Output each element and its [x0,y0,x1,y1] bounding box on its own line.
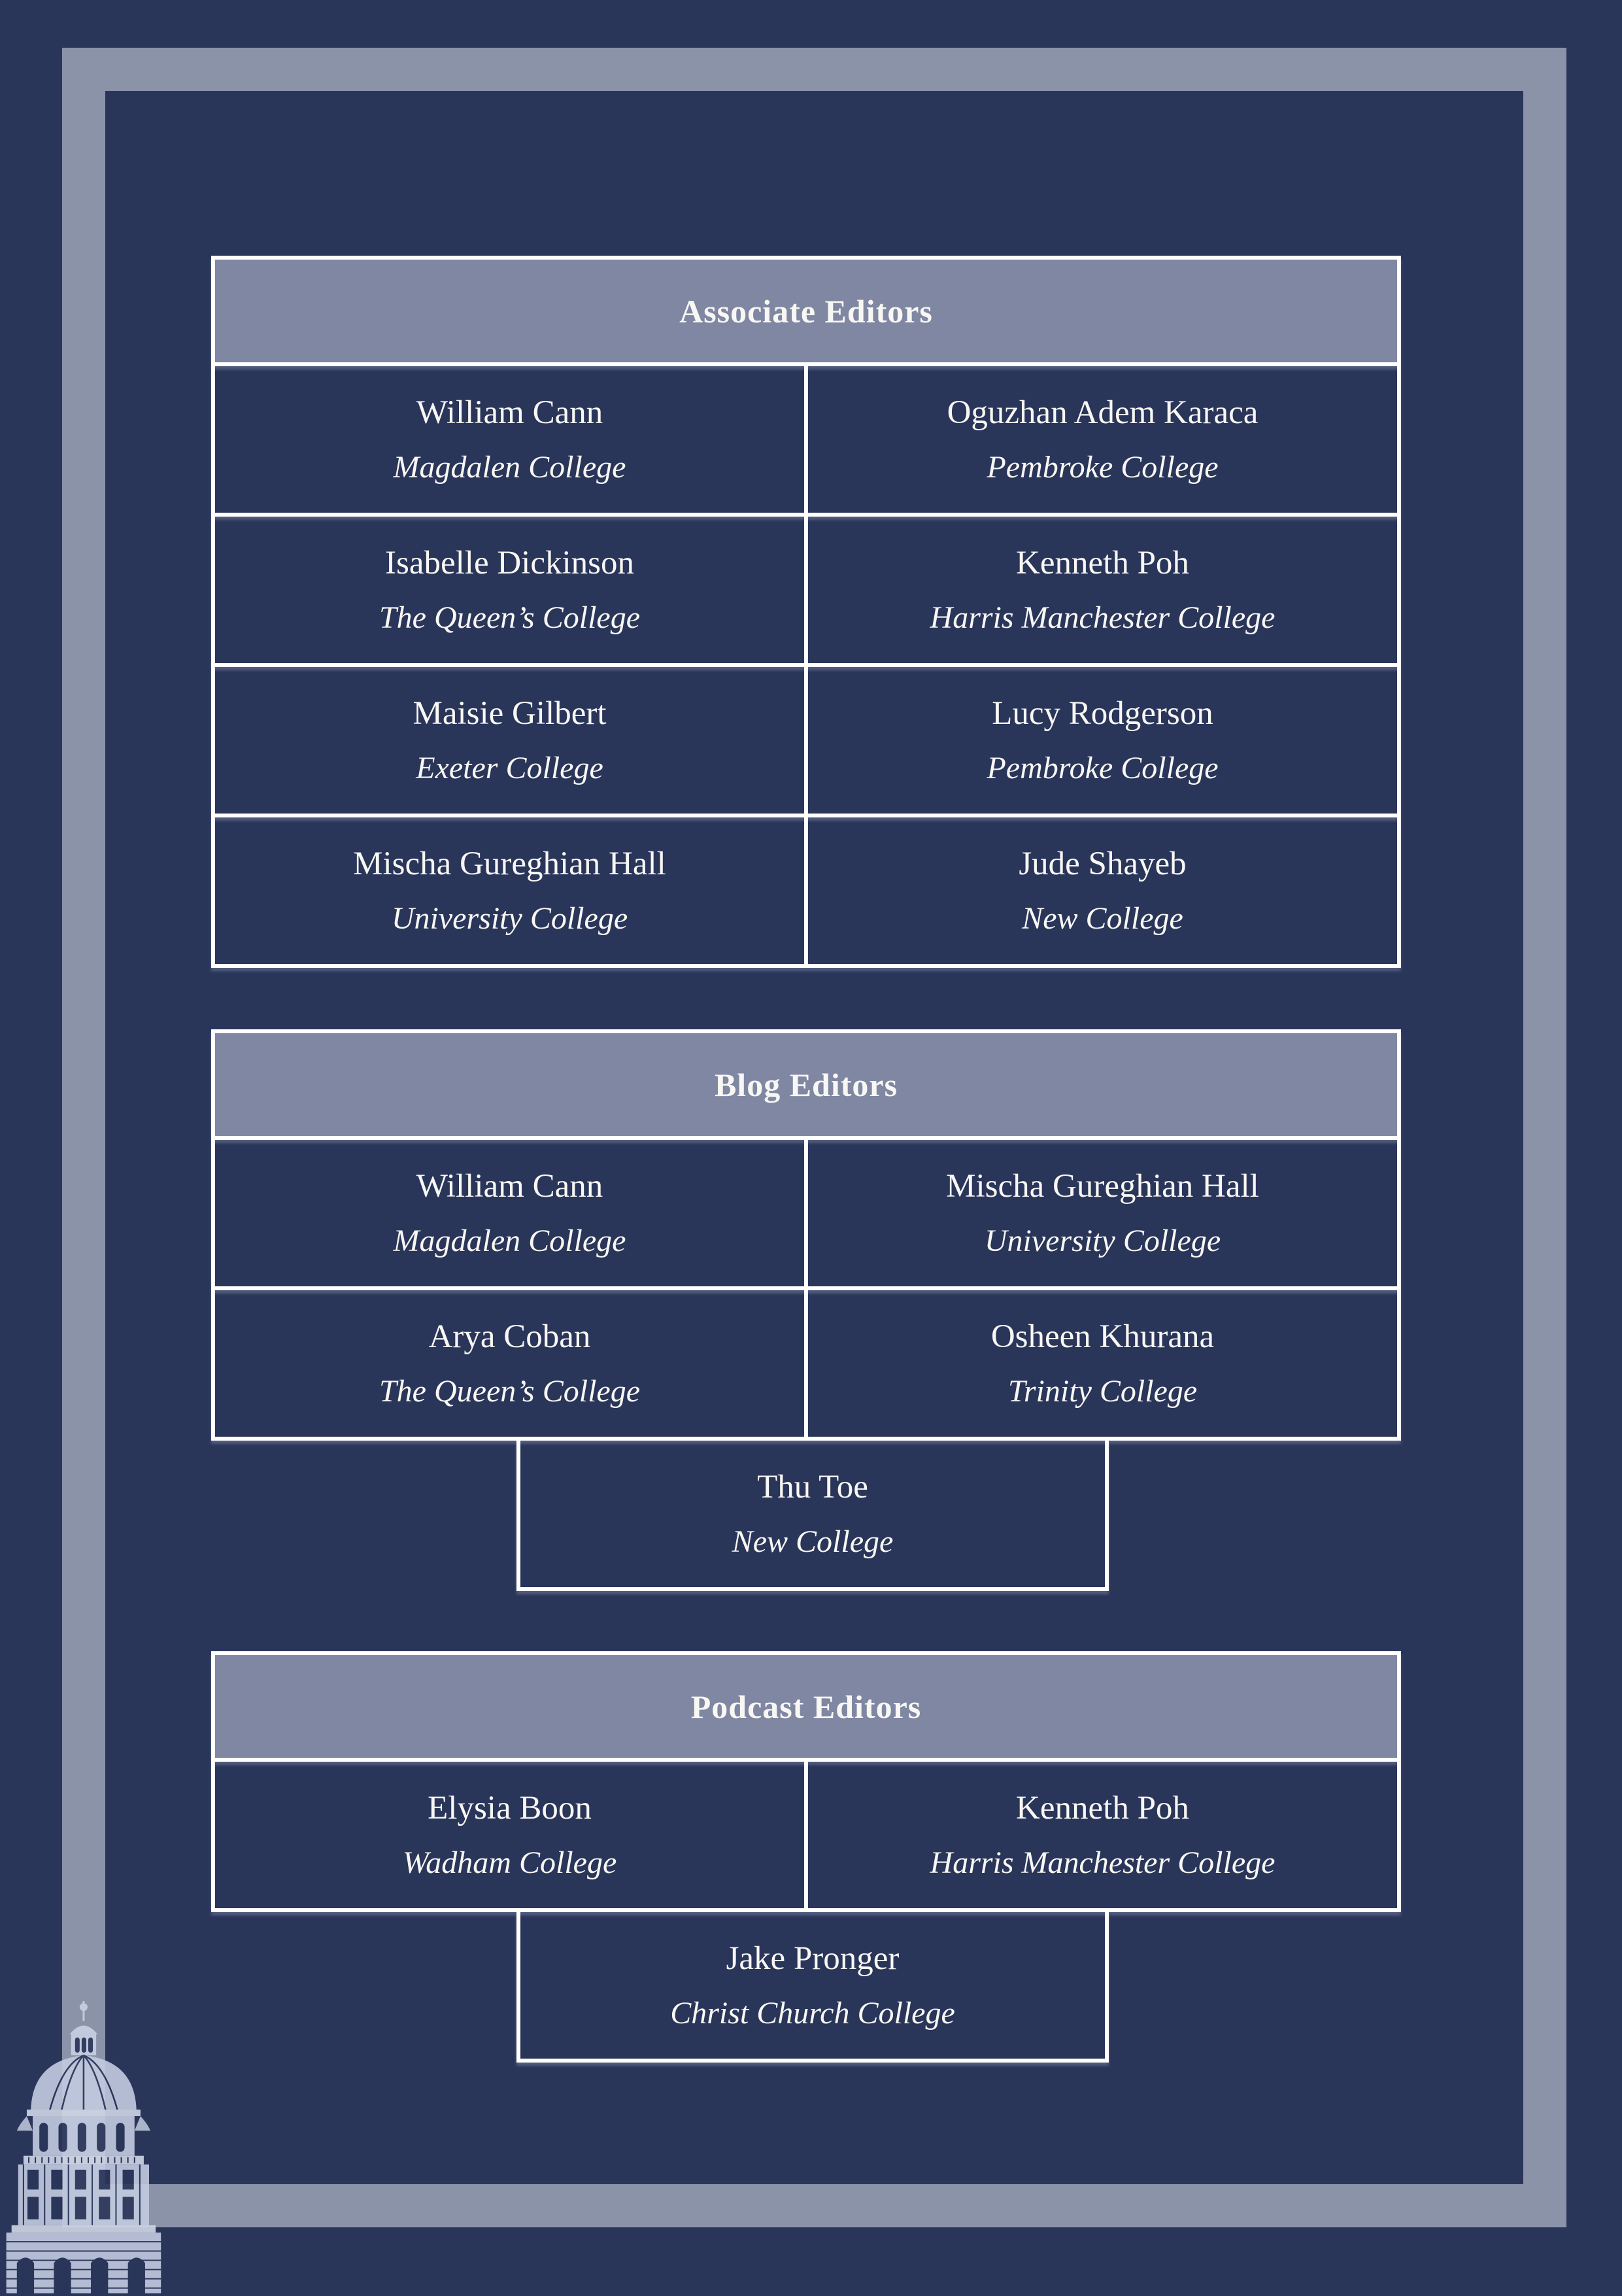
editor-cell: Mischa Gureghian Hall University College [215,817,808,964]
editor-name: Kenneth Poh [1016,1790,1189,1827]
editor-college: Harris Manchester College [930,600,1276,635]
editor-cell: Jude Shayeb New College [808,817,1397,964]
table-row: Arya Coban The Queen’s College Osheen Kh… [211,1290,1401,1441]
radcliffe-camera-icon [6,2001,161,2293]
editor-name: Thu Toe [757,1469,868,1506]
section-title: Podcast Editors [690,1688,922,1725]
table-row: William Cann Magdalen College Oguzhan Ad… [211,366,1401,517]
editor-name: Maisie Gilbert [413,695,607,732]
editor-college: Pembroke College [987,449,1219,485]
editor-college: Christ Church College [670,1995,955,2030]
editor-cell: Oguzhan Adem Karaca Pembroke College [808,366,1397,513]
decorative-frame-border [62,48,1566,2227]
editor-cell: Osheen Khurana Trinity College [808,1290,1397,1437]
editor-cell: Isabelle Dickinson The Queen’s College [215,517,808,663]
editor-name: Lucy Rodgerson [992,695,1213,732]
editor-name: Mischa Gureghian Hall [946,1168,1259,1205]
editor-cell: Kenneth Poh Harris Manchester College [808,1762,1397,1908]
editor-name: Jude Shayeb [1019,846,1187,883]
editor-cell-centered: Jake Pronger Christ Church College [516,1912,1109,2063]
editor-college: New College [732,1524,894,1559]
section-header-blog-editors: Blog Editors [211,1029,1401,1140]
editor-cell: Maisie Gilbert Exeter College [215,667,808,814]
editor-college: Wadham College [402,1845,617,1880]
editor-college: Exeter College [416,750,603,785]
editor-name: Mischa Gureghian Hall [353,846,666,883]
section-header-associate-editors: Associate Editors [211,256,1401,366]
section-associate-editors: Associate Editors William Cann Magdalen … [211,256,1401,968]
editor-college: Harris Manchester College [930,1845,1276,1880]
section-blog-editors: Blog Editors William Cann Magdalen Colle… [211,1029,1401,1591]
editor-name: William Cann [416,1168,603,1205]
editor-cell: Elysia Boon Wadham College [215,1762,808,1908]
editor-cell: William Cann Magdalen College [215,366,808,513]
section-title: Blog Editors [714,1066,898,1103]
editor-college: Magdalen College [393,1223,626,1258]
editor-cell: William Cann Magdalen College [215,1140,808,1286]
editor-college: The Queen’s College [379,1373,641,1409]
table-row: Elysia Boon Wadham College Kenneth Poh H… [211,1762,1401,1912]
table-row: Isabelle Dickinson The Queen’s College K… [211,517,1401,667]
editor-college: New College [1022,900,1183,936]
editor-name: Arya Coban [428,1318,591,1356]
editor-name: Kenneth Poh [1016,545,1189,582]
editor-name: Isabelle Dickinson [385,545,634,582]
table-row: William Cann Magdalen College Mischa Gur… [211,1140,1401,1290]
editor-name: Elysia Boon [428,1790,592,1827]
editor-college: University College [391,900,628,936]
editor-college: Magdalen College [393,449,626,485]
table-row: Mischa Gureghian Hall University College… [211,817,1401,968]
editor-name: William Cann [416,394,603,432]
table-row: Maisie Gilbert Exeter College Lucy Rodge… [211,667,1401,817]
editor-cell: Arya Coban The Queen’s College [215,1290,808,1437]
editor-cell: Kenneth Poh Harris Manchester College [808,517,1397,663]
section-podcast-editors: Podcast Editors Elysia Boon Wadham Colle… [211,1651,1401,2063]
editor-college: The Queen’s College [379,600,641,635]
editor-name: Oguzhan Adem Karaca [947,394,1259,432]
editor-cell: Mischa Gureghian Hall University College [808,1140,1397,1286]
section-header-podcast-editors: Podcast Editors [211,1651,1401,1762]
editor-cell-centered: Thu Toe New College [516,1441,1109,1591]
section-title: Associate Editors [679,292,933,330]
editor-name: Jake Pronger [726,1940,900,1978]
editor-college: University College [984,1223,1221,1258]
editor-cell: Lucy Rodgerson Pembroke College [808,667,1397,814]
editor-college: Trinity College [1007,1373,1198,1409]
editor-college: Pembroke College [987,750,1219,785]
editor-name: Osheen Khurana [990,1318,1215,1356]
